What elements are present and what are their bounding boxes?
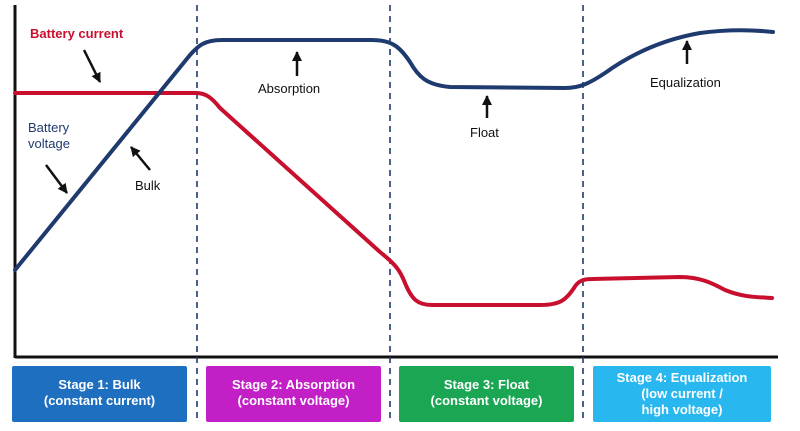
stage-box-3: Stage 3: Float (constant voltage) (399, 366, 574, 422)
stage-box-1-background (12, 366, 187, 422)
stage-box-3-background (399, 366, 574, 422)
battery-voltage-curve (13, 28, 775, 272)
stage-box-2-background (206, 366, 381, 422)
stage-box-4: Stage 4: Equalization (low current / hig… (593, 366, 771, 422)
stage-box-2: Stage 2: Absorption (constant voltage) (206, 366, 381, 422)
stage-4-title: Stage 4: Equalization (617, 370, 748, 385)
arrow-icon (45, 164, 68, 194)
stage-4-subtitle-line1: (low current / (641, 386, 723, 401)
arrow-icon (82, 49, 102, 83)
battery-current-curve (13, 91, 774, 307)
stage-4-subtitle-line2: high voltage) (642, 402, 723, 417)
absorption-label: Absorption (258, 81, 320, 96)
battery-voltage-label-line2: voltage (28, 136, 70, 151)
float-label: Float (470, 125, 499, 140)
battery-voltage-label-line1: Battery (28, 120, 70, 135)
arrow-icon (130, 146, 151, 171)
stage-1-title: Stage 1: Bulk (58, 377, 141, 392)
battery-current-label: Battery current (30, 26, 124, 41)
stage-2-subtitle: (constant voltage) (238, 393, 350, 408)
stage-2-title: Stage 2: Absorption (232, 377, 355, 392)
bulk-label: Bulk (135, 178, 161, 193)
stage-box-1: Stage 1: Bulk (constant current) (12, 366, 187, 422)
stage-1-subtitle: (constant current) (44, 393, 155, 408)
stage-3-subtitle: (constant voltage) (431, 393, 543, 408)
equalization-label: Equalization (650, 75, 721, 90)
stage-box-4-background (593, 366, 771, 422)
stage-3-title: Stage 3: Float (444, 377, 530, 392)
